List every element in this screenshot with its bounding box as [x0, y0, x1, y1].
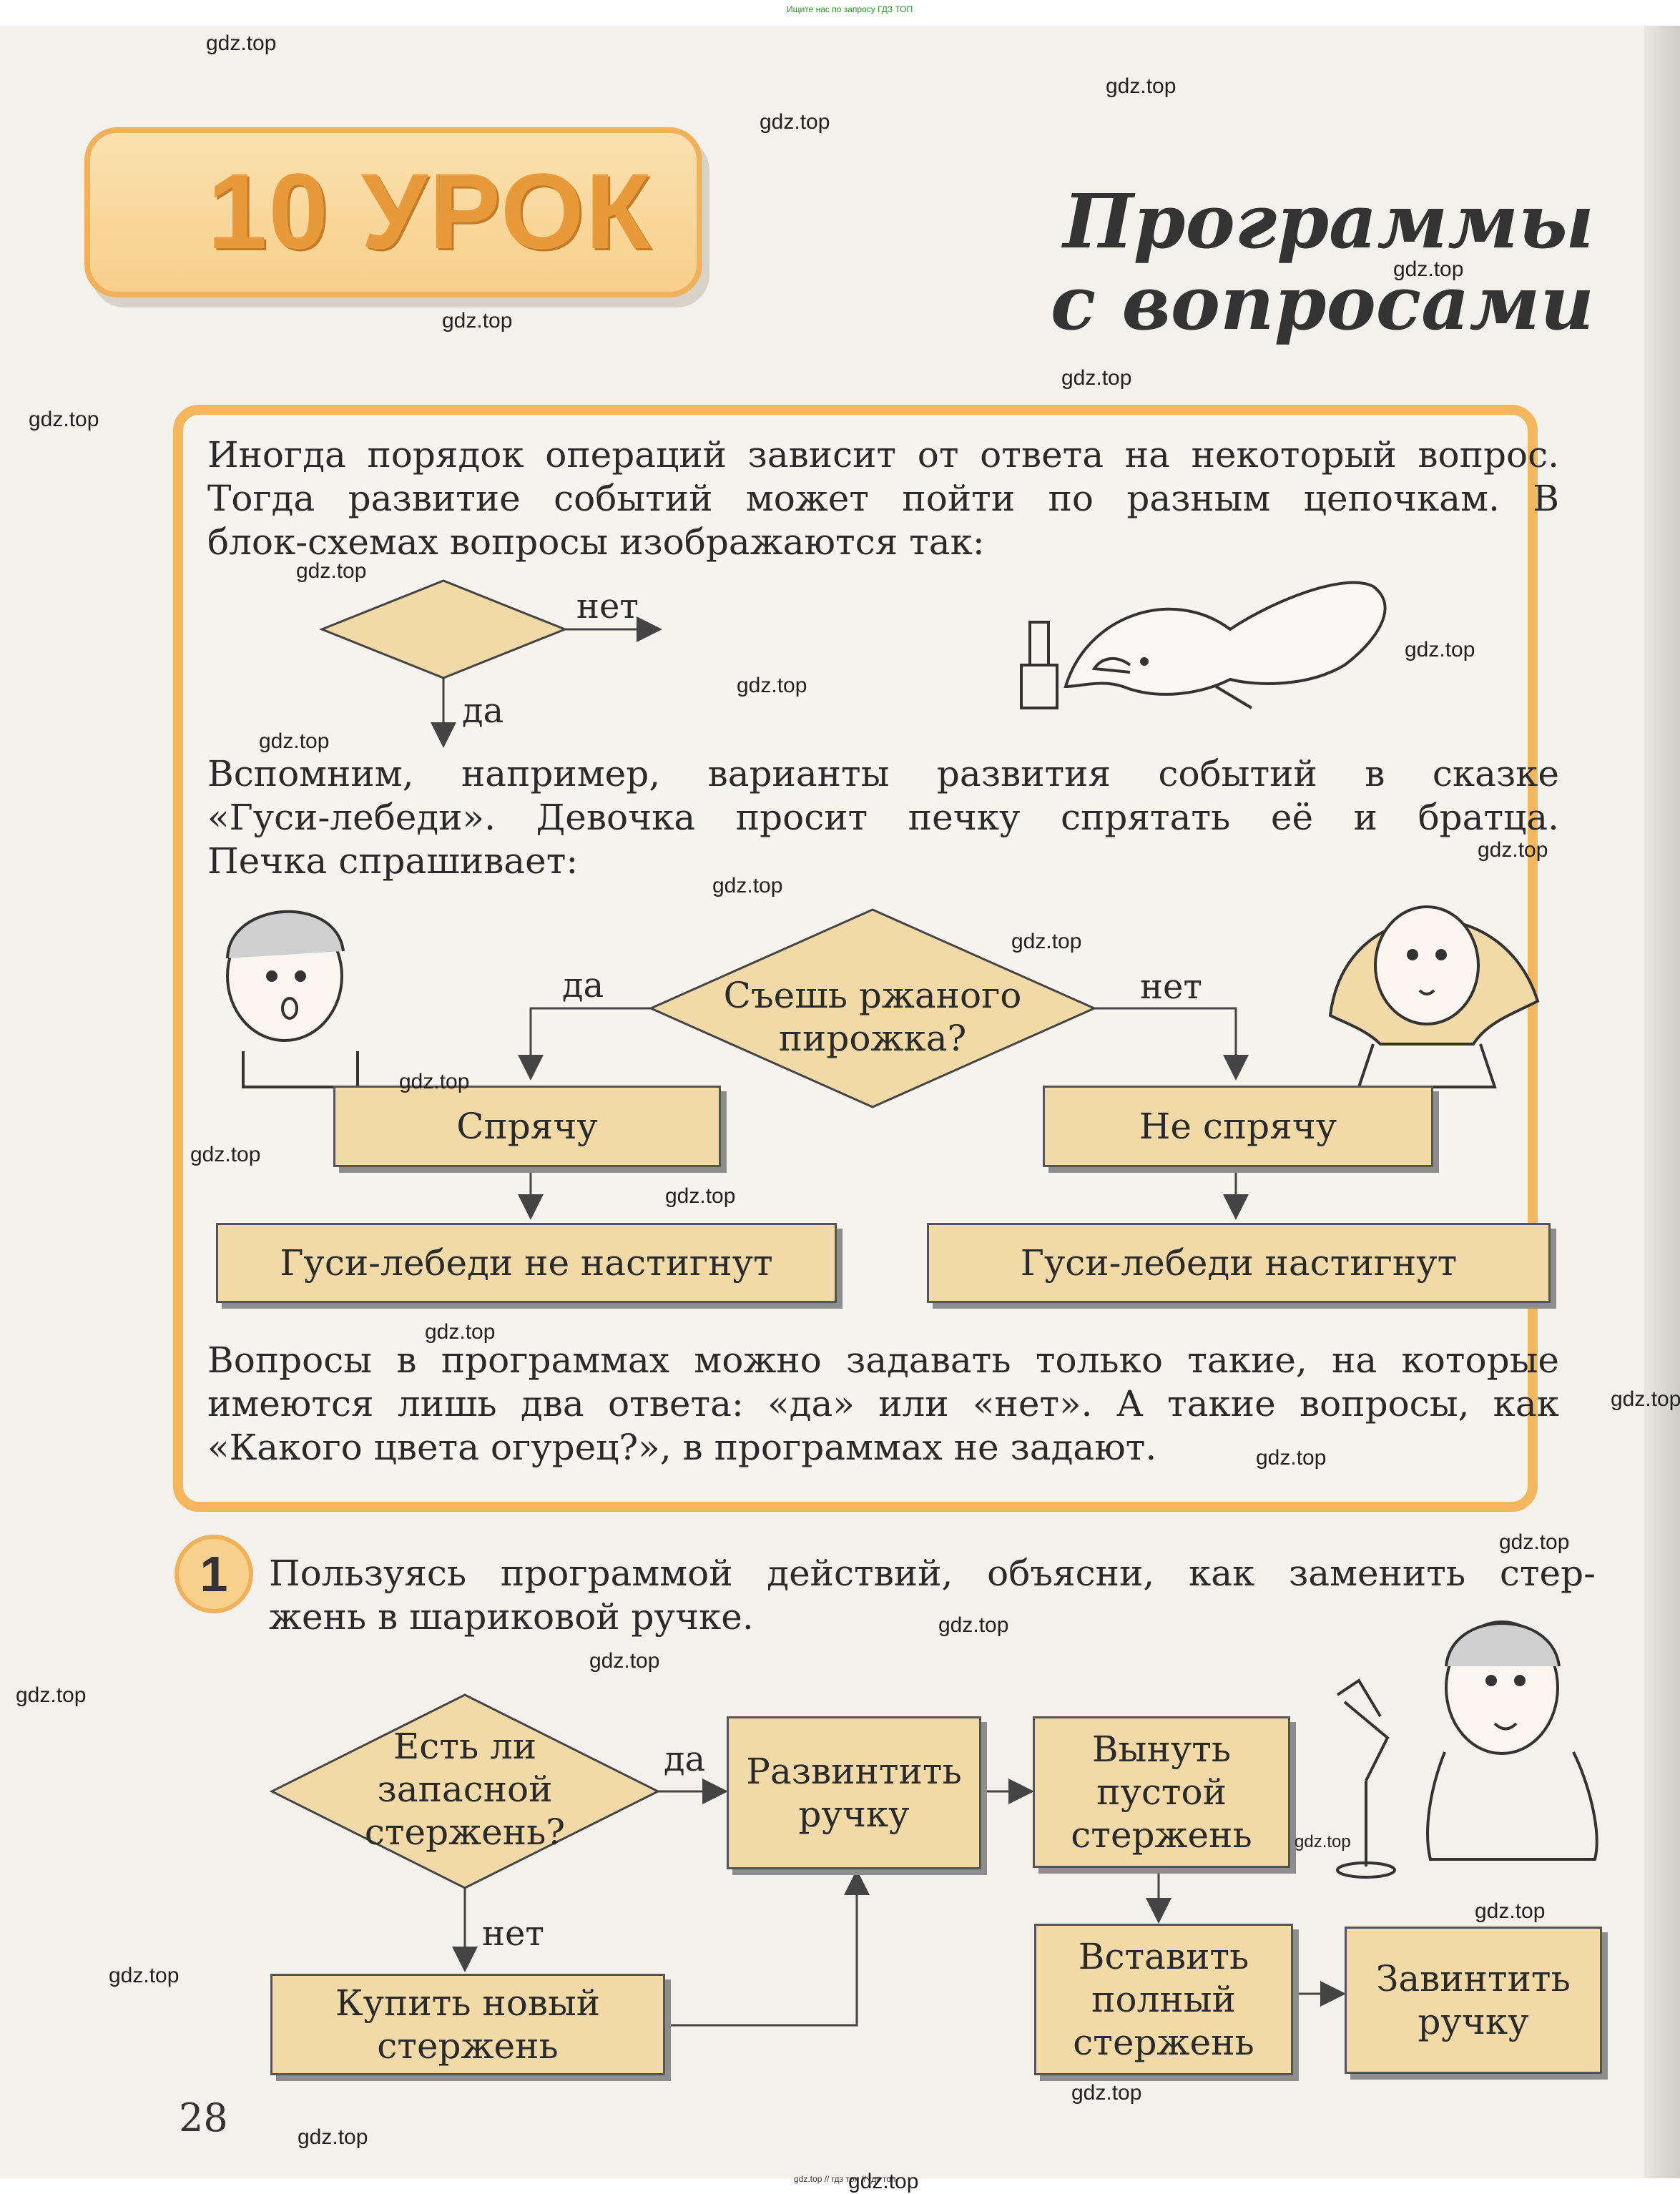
page-number: 28: [179, 2095, 228, 2140]
task-step-unscrew: Развинтить ручку: [727, 1716, 981, 1869]
watermark: gdz.top: [259, 729, 330, 753]
watermark: gdz.top: [1478, 838, 1548, 862]
watermark: gdz.top: [1393, 257, 1464, 281]
page-title-line1: Программы: [1063, 177, 1594, 265]
student-lamp-illustration: [1336, 1620, 1598, 1879]
task-step-remove-line2: пустой: [1096, 1771, 1227, 1813]
task-yes-label: да: [664, 1739, 706, 1779]
girl-illustration: [1328, 905, 1540, 1088]
story-line2: «Гуси-лебеди». Девочка просит печку спря…: [207, 797, 1559, 838]
watermark: gdz.top: [109, 1964, 180, 1987]
boy-illustration: [226, 910, 359, 1088]
watermark: gdz.top: [16, 1683, 87, 1707]
task-step-unscrew-line2: ручку: [798, 1794, 910, 1835]
page-title-line2: с вопросами: [1050, 259, 1594, 347]
story-yes-box: Спрячу: [333, 1086, 721, 1167]
task-question-line2: запасной: [377, 1769, 553, 1810]
example-yes-label: да: [462, 691, 504, 731]
task-step-insert: Вставить полный стержень: [1034, 1924, 1293, 2075]
story-yes-label: да: [562, 965, 604, 1005]
story-question-line1: Съешь ржаного: [723, 975, 1022, 1016]
intro-line2: Тогда развитие событий может пойти по ра…: [207, 478, 1559, 519]
watermark: gdz.top: [1499, 1530, 1570, 1554]
watermark: gdz.top: [712, 874, 783, 897]
top-notice: Ищите нас по запросу ГДЗ ТОП: [787, 4, 913, 14]
intro-line1: Иногда порядок операций зависит от ответ…: [207, 434, 1559, 476]
story-no-result: Гуси-лебеди настигнут: [927, 1223, 1551, 1303]
bottom-links: gdz.top // гдз топ // гдз топ: [794, 2174, 896, 2184]
watermark: gdz.top: [298, 2125, 368, 2149]
task-question-line1: Есть ли: [393, 1726, 537, 1767]
task-step-screw: Завинтить ручку: [1345, 1927, 1602, 2074]
watermark: gdz.top: [1295, 1832, 1351, 1851]
task-step-unscrew-line1: Развинтить: [746, 1751, 962, 1792]
task-step-buy: Купить новый стержень: [270, 1974, 665, 2075]
watermark: gdz.top: [206, 31, 277, 55]
task-step-buy-line1: Купить новый: [335, 1982, 601, 2024]
lesson-label: 10 УРОК: [207, 151, 653, 271]
watermark: gdz.top: [1405, 638, 1475, 661]
story-no-box: Не спрячу: [1043, 1086, 1433, 1167]
watermark: gdz.top: [442, 309, 513, 333]
watermark: gdz.top: [589, 1649, 660, 1673]
watermark: gdz.top: [1061, 366, 1132, 390]
watermark: gdz.top: [399, 1070, 470, 1093]
watermark: gdz.top: [1071, 2081, 1142, 2105]
task-line1: Пользуясь программой действий, объясни, …: [269, 1553, 1596, 1594]
watermark: gdz.top: [737, 674, 807, 697]
task-step-remove-line3: стержень: [1071, 1814, 1252, 1856]
task-step-remove: Вынуть пустой стержень: [1033, 1716, 1290, 1868]
task-question-line3: стержень?: [364, 1811, 566, 1853]
intro-line3: блок-схемах вопросы изображаются так:: [207, 521, 985, 563]
watermark: gdz.top: [665, 1184, 736, 1208]
example-no-label: нет: [576, 586, 639, 626]
watermark: gdz.top: [296, 559, 367, 583]
watermark: gdz.top: [1106, 74, 1177, 98]
watermark: gdz.top: [1011, 930, 1082, 953]
example-diamond: [318, 579, 569, 679]
story-no-label: нет: [1140, 967, 1202, 1007]
task-step-screw-line2: ручку: [1418, 2001, 1529, 2042]
task-step-remove-line1: Вынуть: [1091, 1728, 1232, 1770]
rule-line1: Вопросы в программах можно задавать толь…: [207, 1339, 1559, 1381]
task-no-label: нет: [482, 1914, 544, 1954]
task-line2: жень в шариковой ручке.: [269, 1596, 754, 1638]
story-yes-result: Гуси-лебеди не настигнут: [216, 1223, 837, 1303]
watermark: gdz.top: [1611, 1387, 1680, 1411]
story-question-line2: пирожка?: [778, 1018, 967, 1059]
page-edge-shadow: [1644, 26, 1680, 2178]
rule-line3: «Какого цвета огурец?», в программах не …: [207, 1427, 1157, 1468]
task-step-insert-line1: Вставить: [1078, 1936, 1249, 1977]
watermark: gdz.top: [1475, 1899, 1546, 1923]
goose-stove-illustration: [1020, 581, 1387, 709]
story-line3: Печка спрашивает:: [207, 840, 579, 882]
watermark: gdz.top: [848, 2170, 919, 2193]
watermark: gdz.top: [190, 1143, 261, 1166]
watermark: gdz.top: [1256, 1446, 1327, 1470]
task-step-insert-line2: полный: [1091, 1979, 1236, 2020]
rule-line2: имеются лишь два ответа: «да» или «нет».…: [207, 1383, 1559, 1425]
task-step-screw-line1: Завинтить: [1376, 1958, 1571, 1999]
lesson-badge: [84, 127, 702, 297]
watermark: gdz.top: [938, 1613, 1009, 1637]
task-step-insert-line3: стержень: [1073, 2022, 1254, 2063]
task-number-badge: 1: [175, 1535, 253, 1613]
task-step-buy-line2: стержень: [377, 2025, 559, 2067]
watermark: gdz.top: [29, 408, 99, 431]
watermark: gdz.top: [760, 110, 830, 134]
story-line1: Вспомним, например, варианты развития со…: [207, 753, 1559, 795]
watermark: gdz.top: [425, 1320, 496, 1344]
